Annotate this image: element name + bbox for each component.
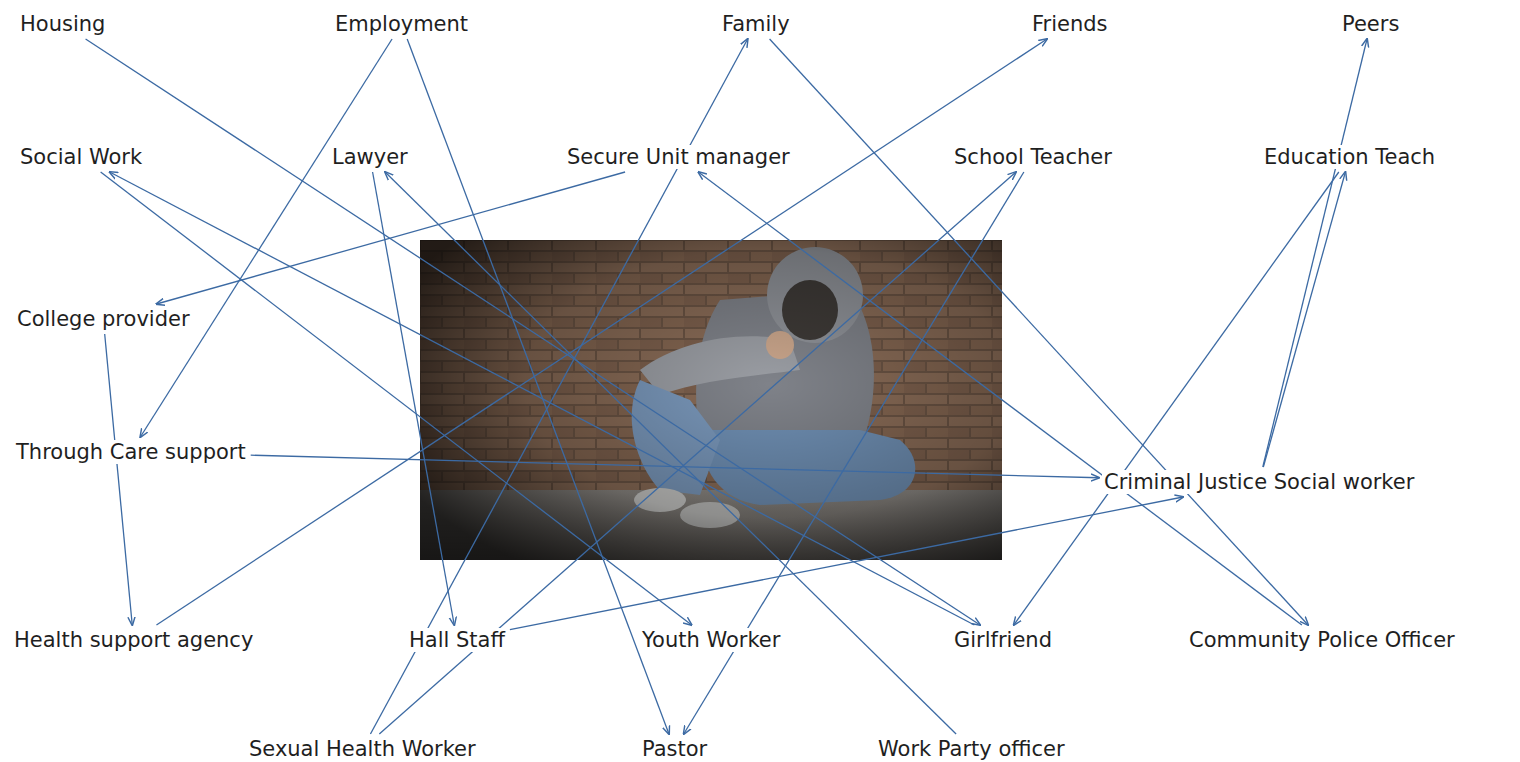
connector-arrow [698, 172, 1302, 625]
role-label: Work Party officer [876, 737, 1067, 761]
connector-arrow [1263, 39, 1367, 467]
label-text: Sexual Health Worker [247, 737, 478, 761]
label-text: Social Work [18, 145, 144, 169]
label-text: Lawyer [330, 145, 410, 169]
label-text: Through Care support [14, 440, 248, 464]
vignette [420, 240, 1002, 560]
connector-arrow [373, 172, 455, 625]
role-label: Employment [333, 12, 470, 36]
role-label: Social Work [18, 145, 144, 169]
role-label: School Teacher [952, 145, 1114, 169]
role-label: Pastor [640, 737, 709, 761]
role-label: Secure Unit manager [565, 145, 792, 169]
role-label: Health support agency [12, 628, 255, 652]
role-label: College provider [15, 307, 192, 331]
role-label: Housing [18, 12, 107, 36]
role-label: Girlfriend [952, 628, 1054, 652]
label-text: Criminal Justice Social worker [1102, 470, 1416, 494]
role-label: Lawyer [330, 145, 410, 169]
role-label: Friends [1030, 12, 1110, 36]
connector-arrow [1263, 172, 1345, 467]
role-label: Community Police Officer [1187, 628, 1457, 652]
connector-arrow [379, 172, 1016, 734]
label-text: Education Teach [1262, 145, 1437, 169]
connector-arrow [770, 39, 1309, 625]
label-text: Community Police Officer [1187, 628, 1457, 652]
connector-arrow [251, 455, 1099, 478]
label-text: Housing [18, 12, 107, 36]
role-label: Hall Staff [407, 628, 507, 652]
connector-arrow [86, 39, 981, 625]
role-label: Education Teach [1262, 145, 1437, 169]
connector-arrow [140, 39, 392, 437]
label-text: School Teacher [952, 145, 1114, 169]
role-label: Family [720, 12, 792, 36]
label-text: Hall Staff [407, 628, 507, 652]
role-label: Through Care support [14, 440, 248, 464]
connector-arrow [407, 39, 669, 734]
label-text: Employment [333, 12, 470, 36]
role-label: Criminal Justice Social worker [1102, 470, 1416, 494]
role-label: Peers [1340, 12, 1401, 36]
connector-arrow [105, 334, 133, 625]
connector-arrow [1014, 172, 1339, 625]
connector-arrow [101, 172, 692, 625]
connector-arrow [157, 172, 626, 304]
label-text: Work Party officer [876, 737, 1067, 761]
label-text: Peers [1340, 12, 1401, 36]
connector-arrow [385, 172, 956, 734]
label-text: Youth Worker [640, 628, 782, 652]
connector-arrow [110, 172, 975, 625]
label-text: Family [720, 12, 792, 36]
label-text: Health support agency [12, 628, 255, 652]
label-text: College provider [15, 307, 192, 331]
label-text: Girlfriend [952, 628, 1054, 652]
role-label: Youth Worker [640, 628, 782, 652]
label-text: Secure Unit manager [565, 145, 792, 169]
role-label: Sexual Health Worker [247, 737, 478, 761]
label-text: Friends [1030, 12, 1110, 36]
label-text: Pastor [640, 737, 709, 761]
